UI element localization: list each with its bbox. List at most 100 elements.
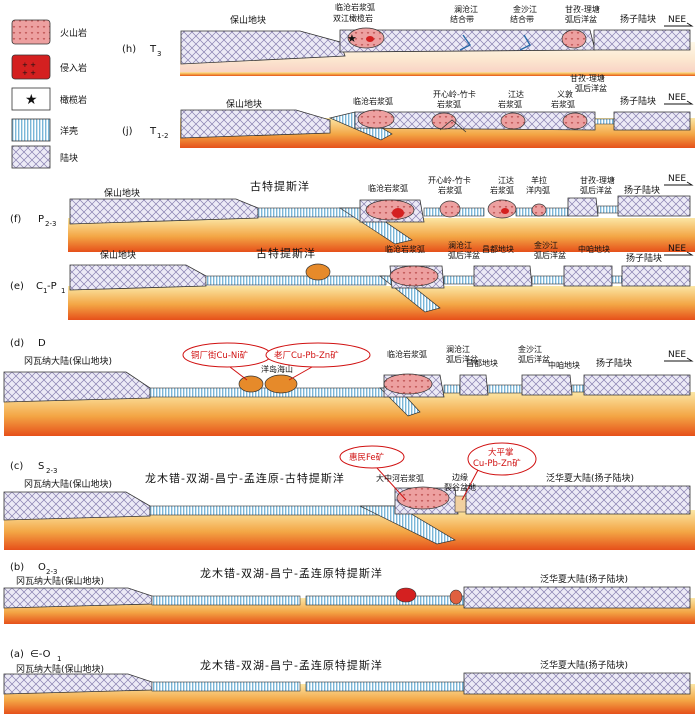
volcanic-arc <box>562 112 588 130</box>
direction-label: NEE <box>668 244 686 254</box>
oceanic-crust <box>571 384 585 393</box>
continental-block <box>521 374 573 396</box>
legend-label: 橄榄岩 <box>60 94 87 106</box>
legend-label: 陆块 <box>60 152 78 164</box>
basin-label: 弧后洋盆 <box>575 83 607 93</box>
legend-label: 火山岩 <box>60 27 87 39</box>
arc-label: 羊拉 <box>531 175 547 185</box>
panel-a: (a) ∈-O 1 冈瓦纳大陆(保山地块) 龙木错-双湖-昌宁-孟连原特提斯洋 … <box>3 649 695 714</box>
direction-arrow-icon <box>664 357 694 362</box>
yangtze-block <box>621 265 691 287</box>
stage-letter: (h) <box>122 44 136 55</box>
oceanic-crust <box>205 275 387 286</box>
oceanic-crust <box>531 275 565 285</box>
stage-subscript: 2-3 <box>46 467 57 475</box>
panel-c: 惠民Fe矿 大平掌 Cu-Pb-Zn矿 (c) S 2-3 冈瓦纳大陆(保山地块… <box>3 442 695 550</box>
legend-label: 洋壳 <box>60 125 78 137</box>
callout-label: Cu-Pb-Zn矿 <box>473 458 521 469</box>
panel-d: 铜厂街Cu-Ni矿 老厂Cu-Pb-Zn矿 (d) D 冈瓦纳大陆(保山地块) … <box>3 338 695 436</box>
stage-subscript: 1-2 <box>157 132 168 140</box>
stage-label: T <box>149 126 157 137</box>
yangtze-block <box>465 485 691 515</box>
intrusive-body <box>392 208 404 218</box>
direction-label: NEE <box>668 15 686 25</box>
continental-block-swatch <box>11 145 51 169</box>
volcanic-arc <box>439 200 461 218</box>
block-label: 冈瓦纳大陆(保山地块) <box>16 575 104 587</box>
volcanic-arc <box>396 486 450 510</box>
direction-arrow-icon <box>664 251 694 256</box>
arc-label: 义敦 <box>557 89 573 99</box>
volcanic-arc <box>365 199 415 221</box>
arc-label: 临沧岩浆弧 <box>335 2 375 12</box>
oceanic-crust <box>151 595 301 606</box>
svg-text:+ +: + + <box>22 69 36 77</box>
basin-label: 边缘 <box>452 472 468 482</box>
basin-label: 澜沧江 <box>448 240 472 250</box>
stage-label: P <box>38 214 44 225</box>
yangtze-block <box>593 29 691 51</box>
seamount <box>305 263 331 281</box>
ocean-label: 古特提斯洋 <box>250 179 310 193</box>
baoshan-block <box>69 264 207 291</box>
direction-label: NEE <box>668 350 686 360</box>
oceanic-crust-swatch <box>11 118 51 142</box>
block-label: 中咱地块 <box>548 360 580 370</box>
block-label: 保山地块 <box>104 187 140 199</box>
stage-label: S <box>38 461 44 472</box>
gondwana-block <box>3 371 151 403</box>
baoshan-block <box>180 109 331 139</box>
callout-label: 大平掌 <box>488 447 514 458</box>
ocean-label: 龙木错-双湖-昌宁-孟连原特提斯洋 <box>200 658 383 672</box>
block-label: 泛华夏大陆(扬子陆块) <box>540 659 628 671</box>
continental-block <box>563 265 613 287</box>
continental-block <box>463 586 691 609</box>
arc-label: 开心岭-竹卡 <box>433 89 476 99</box>
volcanic-arc <box>500 112 526 130</box>
legend-oceanic-crust: 洋壳 <box>11 118 78 142</box>
oceanic-crust <box>443 384 461 394</box>
oceanic-crust <box>597 205 619 214</box>
ocean-label: 龙木错-双湖-昌宁-孟连原-古特提斯洋 <box>145 471 345 485</box>
oceanic-crust <box>611 275 623 284</box>
stage-letter: (c) <box>10 461 23 472</box>
block-label: 保山地块 <box>100 249 136 261</box>
arc-label: 开心岭-竹卡 <box>428 175 471 185</box>
suture-label: 结合带 <box>450 14 474 24</box>
panel-e: (e) C 1 -P 1 古特提斯洋 保山地块 临沧岩浆弧 澜沧江 弧后洋盆 昌… <box>10 240 695 320</box>
ocean-label: 龙木错-双湖-昌宁-孟连原特提斯洋 <box>200 566 383 580</box>
direction-arrow-icon <box>664 22 694 27</box>
intrusive-body <box>366 36 374 42</box>
oceanic-crust <box>443 275 475 285</box>
stage-subscript: 3 <box>157 50 161 58</box>
direction-label: NEE <box>668 93 686 103</box>
block-label: 扬子陆块 <box>620 13 656 25</box>
panel-f: (f) P 2-3 古特提斯洋 保山地块 临沧岩浆弧 开心岭-竹卡 岩浆弧 江达… <box>10 174 695 252</box>
arc-label: 临沧岩浆弧 <box>353 96 393 106</box>
block-label: 泛华夏大陆(扬子陆块) <box>546 472 634 484</box>
panel-j: (j) T 1-2 保山地块 临沧岩浆弧 开心岭-竹卡 岩浆弧 江达 岩浆弧 义… <box>122 73 695 148</box>
block-label: 昌都地块 <box>466 358 498 368</box>
block-label: 冈瓦纳大陆(保山地块) <box>16 663 104 675</box>
seamount-label: 洋岛海山 <box>261 364 293 374</box>
stage-label: C <box>36 281 43 292</box>
basin-label: 甘孜-理塘 <box>580 175 615 185</box>
yangtze-block <box>583 374 691 396</box>
oceanic-crust <box>151 681 301 692</box>
arc-label: 大中河岩浆弧 <box>376 473 424 483</box>
continental-block <box>354 111 596 131</box>
svg-text:+ +: + + <box>22 61 36 69</box>
callout-label: 老厂Cu-Pb-Zn矿 <box>274 350 339 361</box>
arc-label: 临沧岩浆弧 <box>385 244 425 254</box>
arc-label: 洋内弧 <box>526 185 550 195</box>
volcanic-rock-swatch <box>11 19 51 45</box>
callout-dapingzhang: 大平掌 Cu-Pb-Zn矿 <box>461 442 537 501</box>
basin-label: 弧后洋盆 <box>446 354 478 364</box>
callout-label: 惠民Fe矿 <box>349 452 385 463</box>
legend: 火山岩 + + + + 侵入岩 ★ 橄榄岩 洋壳 陆块 <box>11 19 87 169</box>
volcanic-arc <box>431 112 457 130</box>
arc-label: 江达 <box>508 89 524 99</box>
continental-block <box>567 197 599 217</box>
yangtze-block <box>617 195 691 217</box>
